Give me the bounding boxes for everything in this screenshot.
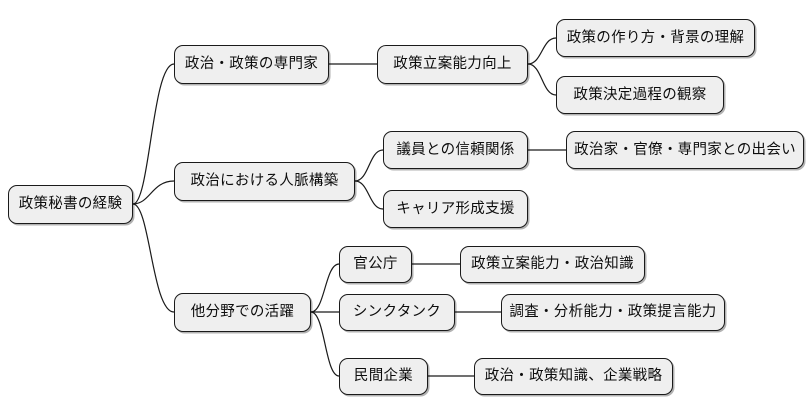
node-career-keisei[interactable]: キャリア形成支援	[383, 190, 528, 228]
node-b2c1-label: 議員との信頼関係	[396, 141, 515, 158]
node-tabunya-katsuyaku[interactable]: 他分野での活躍	[174, 293, 311, 332]
node-b1c1-label: 政策立案能力向上	[393, 56, 512, 73]
node-b3-label: 他分野での活躍	[190, 304, 295, 321]
node-b3c3g1-label: 政治・政策知識、企業戦略	[484, 368, 663, 385]
node-b3c2g1-label: 調査・分析能力・政策提言能力	[509, 304, 717, 321]
node-root[interactable]: 政策秘書の経験	[8, 185, 133, 224]
node-b2c1g1-label: 政治家・官僚・専門家との出会い	[574, 141, 796, 158]
node-seisaku-rian-kojo[interactable]: 政策立案能力向上	[377, 45, 528, 84]
node-seisaku-kettei-kansatsu[interactable]: 政策決定過程の観察	[556, 76, 724, 114]
node-b3c1g1-label: 政策立案能力・政治知識	[471, 256, 634, 273]
node-b3c2-label: シンクタンク	[352, 304, 442, 321]
node-deai[interactable]: 政治家・官僚・専門家との出会い	[566, 131, 804, 169]
node-chosa-bunseki[interactable]: 調査・分析能力・政策提言能力	[501, 294, 725, 331]
node-think-tank[interactable]: シンクタンク	[339, 294, 455, 331]
node-b1c1g1-label: 政策の作り方・背景の理解	[566, 29, 745, 46]
node-jinmyaku-kochiku[interactable]: 政治における人脈構築	[174, 162, 355, 201]
node-seisaku-chishiki[interactable]: 政策立案能力・政治知識	[460, 246, 645, 283]
node-seimei-senmonka[interactable]: 政治・政策の専門家	[174, 45, 329, 84]
node-b3c1-label: 官公庁	[353, 256, 398, 273]
node-giin-shinrai[interactable]: 議員との信頼関係	[383, 131, 528, 169]
node-b1-label: 政治・政策の専門家	[184, 56, 319, 73]
node-root-label: 政策秘書の経験	[18, 196, 123, 213]
node-minkan-kigyo[interactable]: 民間企業	[339, 358, 428, 395]
node-seisaku-tsukurikata[interactable]: 政策の作り方・背景の理解	[556, 19, 755, 57]
node-b2c2-label: キャリア形成支援	[396, 200, 515, 217]
node-b1c1g2-label: 政策決定過程の観察	[573, 86, 707, 103]
node-b3c3-label: 民間企業	[353, 368, 414, 385]
node-kigyo-senryaku[interactable]: 政治・政策知識、企業戦略	[474, 358, 673, 395]
node-kankocho[interactable]: 官公庁	[339, 246, 412, 283]
node-b2-label: 政治における人脈構築	[190, 173, 339, 190]
